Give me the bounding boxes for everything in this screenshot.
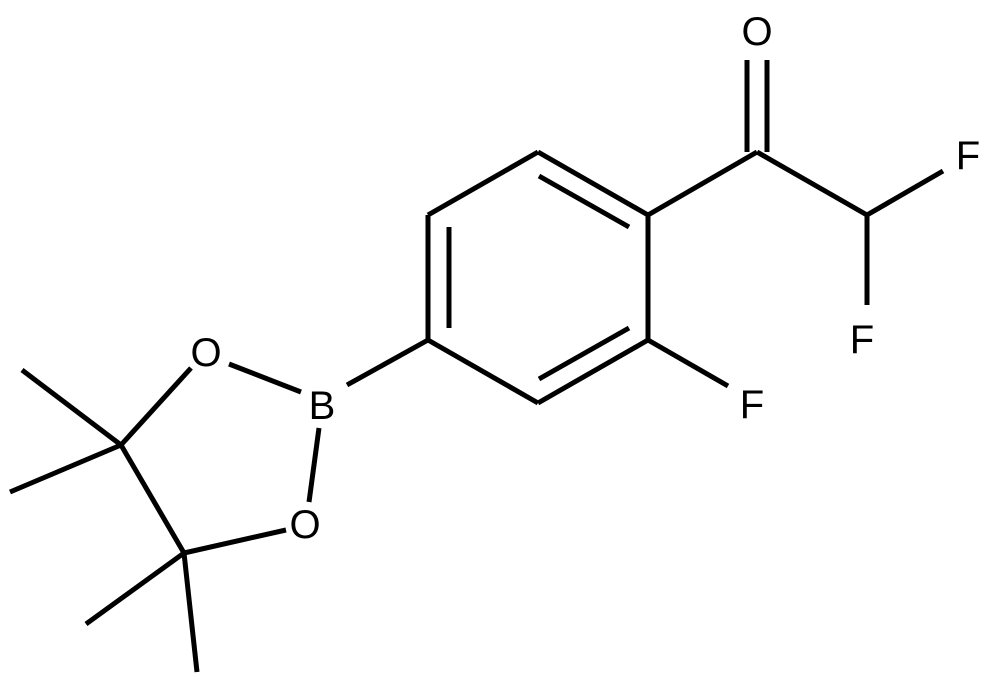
- bond-chf2-f1: [865, 168, 945, 218]
- ring-bond-c1-c2: [536, 149, 650, 218]
- ring-bond-c1-c2-inner: [537, 173, 631, 230]
- bond-c-c: [118, 443, 187, 555]
- pinacol-boronate-group: [9, 337, 430, 673]
- bond-o1-c: [119, 366, 193, 447]
- ring-fluorine-label: F: [740, 383, 764, 427]
- bond-boron-o2: [306, 427, 322, 503]
- ring-bond-c6-c1: [426, 149, 540, 218]
- carbonyl-oxygen-label: O: [741, 10, 772, 54]
- ring-bond-c3-c4-inner: [537, 325, 631, 382]
- methyl-bond-1: [20, 368, 123, 447]
- benzene-ring: [425, 149, 651, 406]
- boronate-oxygen-label-1: O: [190, 331, 221, 375]
- ring-bond-c4-c5: [426, 337, 540, 406]
- ring-bond-c3-c4: [536, 337, 650, 406]
- methyl-bond-3: [84, 550, 186, 627]
- difluoromethyl-fluorine-label-2: F: [850, 318, 874, 362]
- bond-o2-c: [183, 527, 287, 556]
- methyl-bond-4: [181, 552, 200, 673]
- bond-ring-f: [646, 337, 730, 389]
- bond-boron-o1: [228, 361, 302, 395]
- methyl-bond-2: [9, 442, 122, 495]
- ring-fluorine-bond: [646, 337, 730, 389]
- difluoromethyl-fluorine-label-1: F: [956, 134, 980, 178]
- bond-ring-boron: [345, 337, 430, 388]
- bond-ring-carbonyl: [646, 149, 759, 218]
- boronate-oxygen-label-2: O: [289, 503, 320, 547]
- boron-label: B: [309, 384, 336, 428]
- difluoroacetyl-group: [646, 60, 945, 305]
- bond-carbonyl-chf2: [755, 149, 869, 218]
